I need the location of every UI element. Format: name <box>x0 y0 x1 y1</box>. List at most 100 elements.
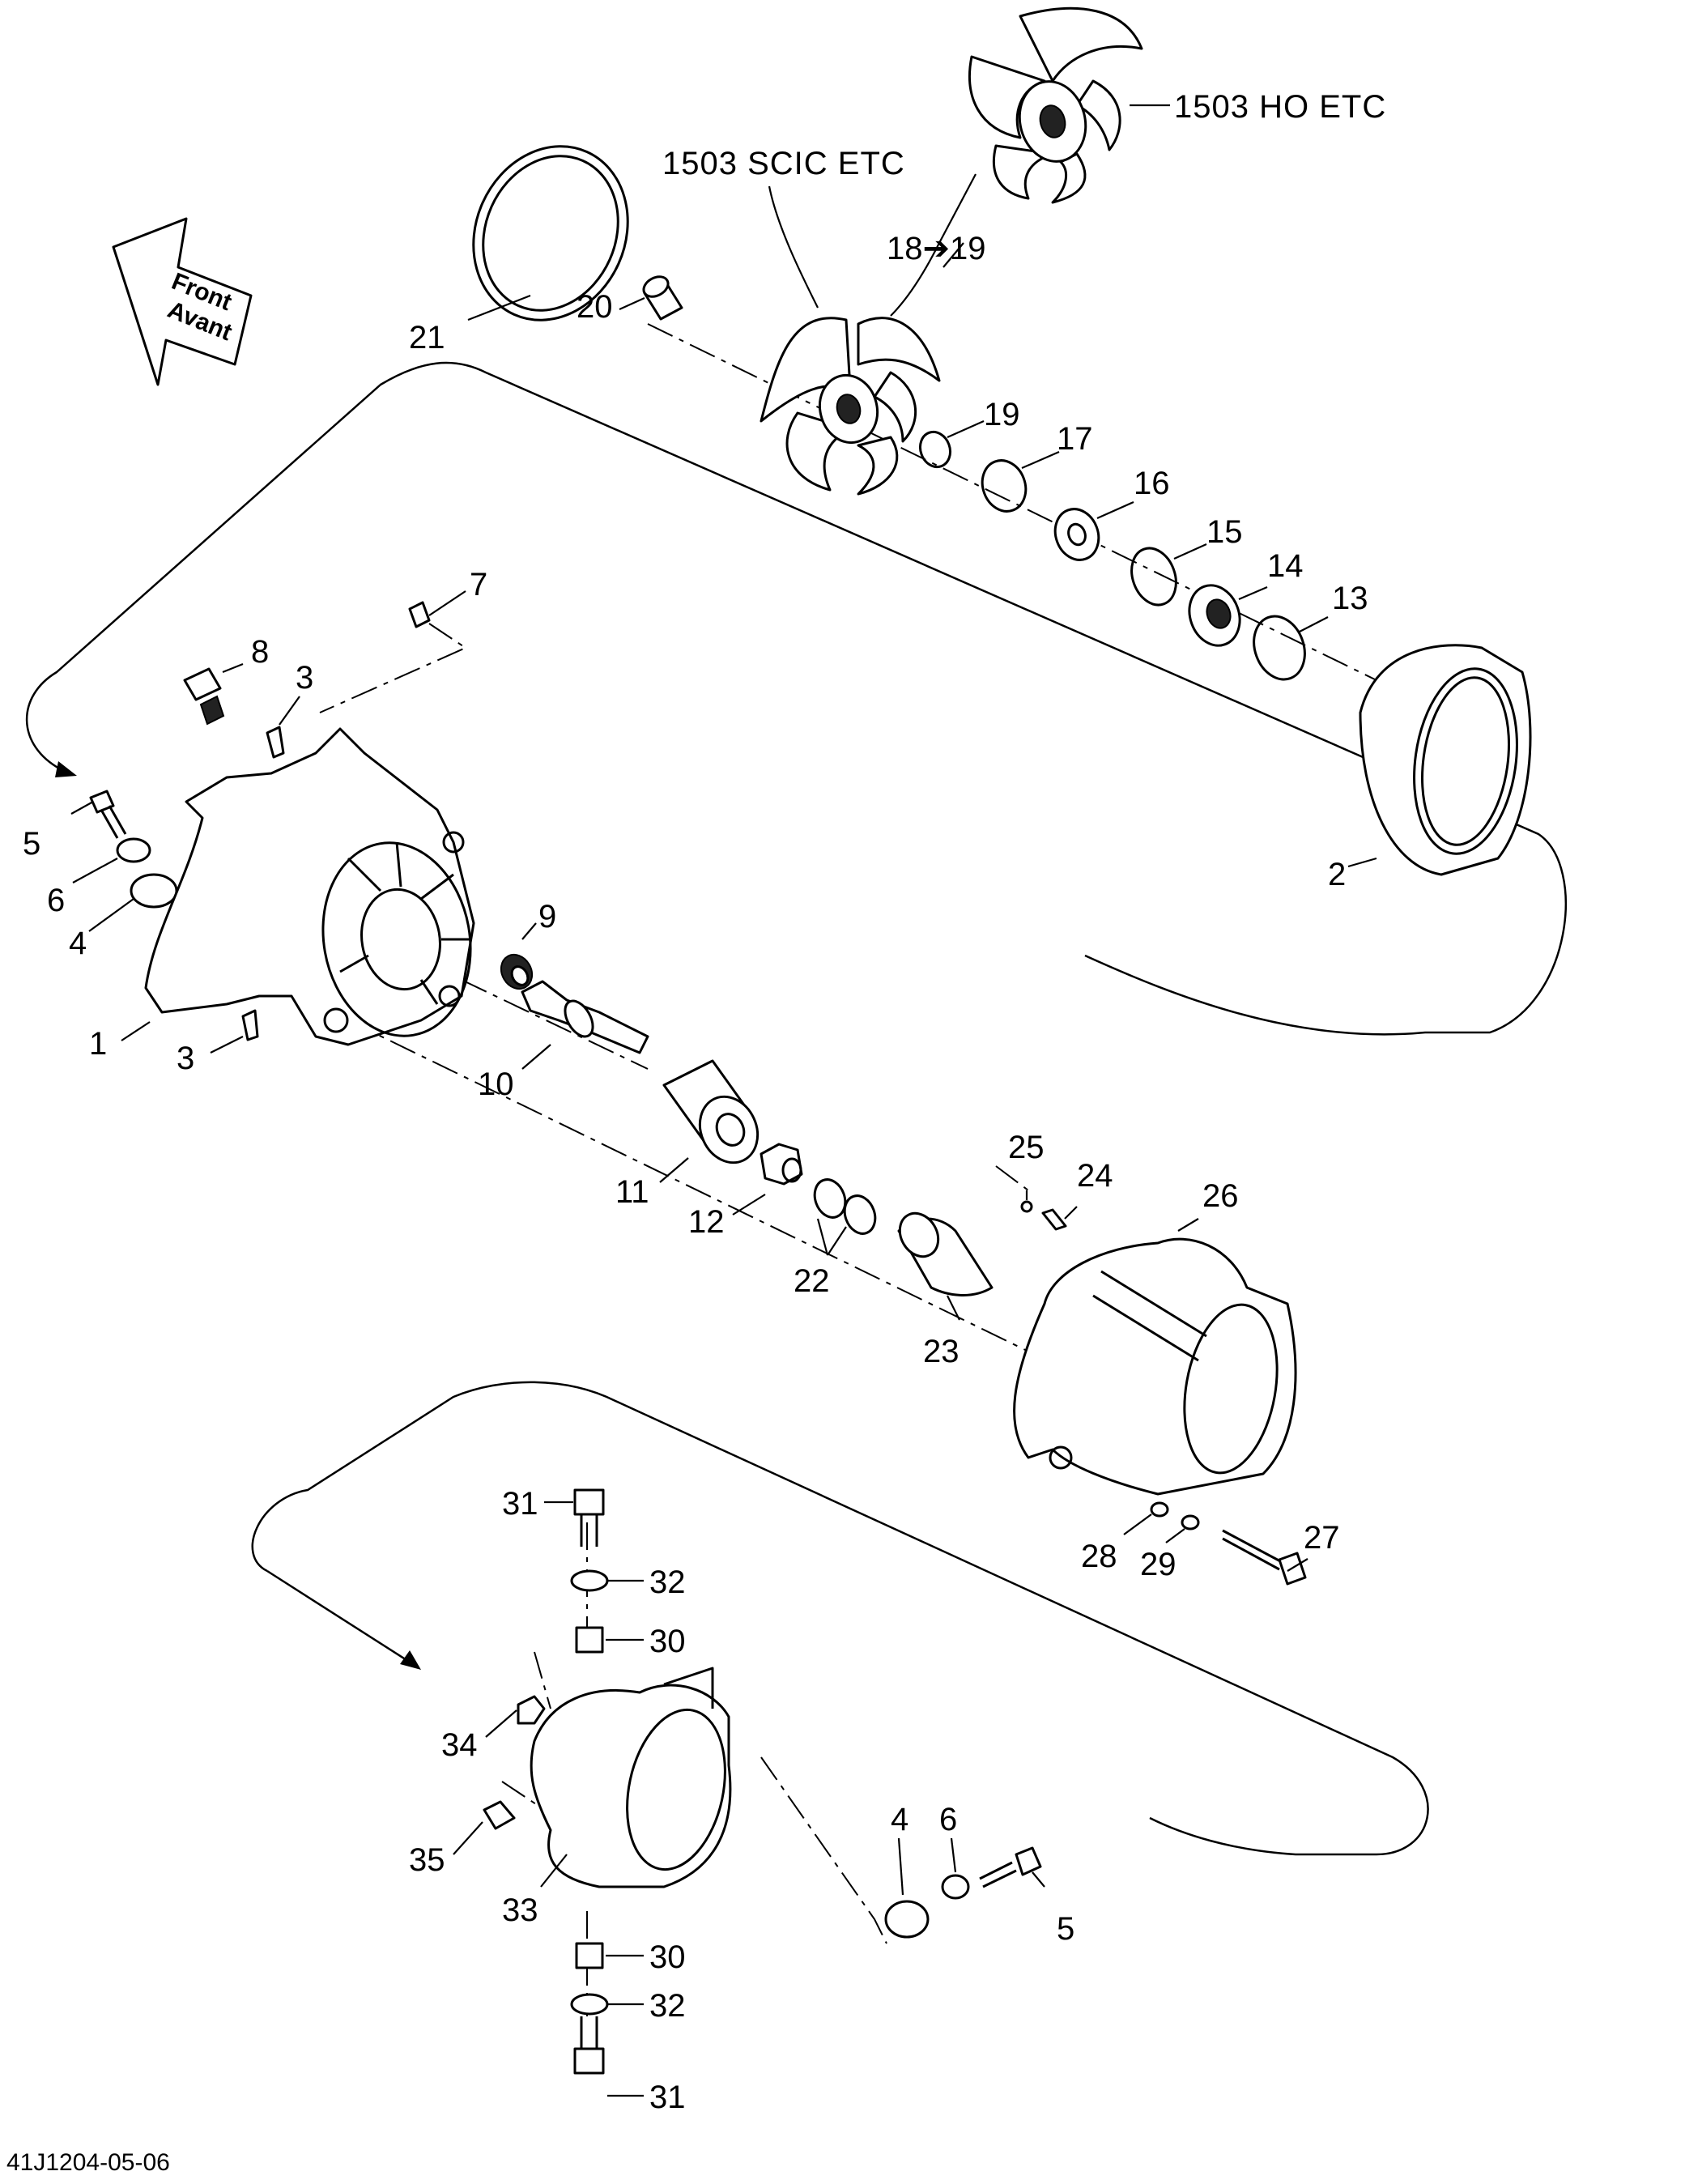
callout-15: 15 <box>1206 514 1243 550</box>
callout-11: 11 <box>615 1174 649 1210</box>
bolt-5-bottom <box>979 1846 1042 1888</box>
o-ring-13 <box>1253 615 1306 681</box>
callout-3-top: 3 <box>296 660 313 696</box>
bushing-30-bottom <box>575 1942 604 1969</box>
ring-21 <box>472 145 629 321</box>
shaft-10 <box>521 980 649 1054</box>
callout-labels: 1 2 3 3 4 4 5 5 6 6 7 8 9 10 11 12 13 14… <box>23 231 1368 2115</box>
venturi-26 <box>1013 1237 1297 1496</box>
pump-axis-line <box>647 323 1377 681</box>
seal-9 <box>500 953 534 990</box>
callout-9: 9 <box>538 899 556 934</box>
impeller-scic <box>760 317 941 496</box>
callout-24: 24 <box>1077 1158 1113 1194</box>
callout-20: 20 <box>577 289 613 325</box>
callout-5-top: 5 <box>23 826 40 862</box>
bushing-20 <box>642 275 683 321</box>
lower-loop-arrowhead <box>400 1650 421 1670</box>
variant-label-ho: 1503 HO ETC <box>1174 89 1386 125</box>
ring-17 <box>981 459 1028 513</box>
washer-16 <box>1053 508 1100 561</box>
upper-loop-arrowhead <box>55 761 77 777</box>
seal-22a <box>813 1178 847 1219</box>
callout-5-bottom: 5 <box>1057 1911 1074 1947</box>
plug-7-axis-line <box>319 623 468 713</box>
fitting-34 <box>517 1695 546 1725</box>
wear-ring-2 <box>1359 644 1532 876</box>
callout-6-bottom: 6 <box>939 1802 957 1837</box>
front-direction-arrow: Front Avant <box>112 217 253 386</box>
bolt-axis-line <box>995 1165 1029 1191</box>
screw-3-top <box>266 726 285 759</box>
callout-19: 19 <box>984 397 1020 432</box>
o-ring-19 <box>918 430 952 469</box>
callout-6-top: 6 <box>47 883 65 918</box>
variant-label-scic: 1503 SCIC ETC <box>662 146 905 181</box>
venturi-axis-line <box>461 979 649 1070</box>
bearing-14 <box>1188 584 1241 647</box>
washer-32-bottom <box>570 1993 609 2016</box>
bushing-30-top <box>575 1626 604 1654</box>
bolt-31-bottom <box>573 2016 605 2075</box>
plug-7 <box>408 601 431 628</box>
seal-22b <box>843 1194 877 1235</box>
pump-housing-1 <box>144 727 475 1046</box>
grommet-4-bottom <box>884 1900 930 1939</box>
cone-23 <box>897 1211 994 1296</box>
callout-21: 21 <box>409 320 445 355</box>
callout-2: 2 <box>1328 857 1346 892</box>
callout-16: 16 <box>1134 466 1170 501</box>
nozzle-axis-line-top <box>534 1651 551 1709</box>
screw-24 <box>1041 1208 1067 1231</box>
callout-1: 1 <box>89 1026 107 1062</box>
upper-assembly-loop <box>25 361 1567 1036</box>
callout-18-19: 18➔19 <box>887 231 986 266</box>
washer-6-top <box>116 837 151 863</box>
callout-14: 14 <box>1267 548 1304 584</box>
bolt-27 <box>1222 1529 1307 1586</box>
washer-28 <box>1150 1501 1169 1518</box>
callout-22: 22 <box>794 1263 830 1299</box>
washer-6-bottom <box>941 1874 970 1900</box>
callout-31-bottom: 31 <box>649 2080 686 2115</box>
washer-25 <box>1020 1200 1033 1213</box>
callout-8: 8 <box>251 634 269 670</box>
callout-30-bottom: 30 <box>649 1939 686 1975</box>
callout-3-bottom: 3 <box>177 1041 194 1076</box>
screw-3-bottom <box>241 1009 259 1041</box>
callout-31-top: 31 <box>502 1486 538 1522</box>
callout-28: 28 <box>1081 1539 1117 1574</box>
ring-15 <box>1130 547 1177 607</box>
callout-12: 12 <box>688 1204 725 1240</box>
callout-4-bottom: 4 <box>891 1802 908 1837</box>
callout-7: 7 <box>470 567 487 602</box>
callout-27: 27 <box>1304 1520 1340 1556</box>
fitting-8 <box>183 667 225 726</box>
callout-34: 34 <box>441 1727 478 1763</box>
callout-29: 29 <box>1140 1547 1177 1582</box>
callout-32-top: 32 <box>649 1565 686 1600</box>
fitting-35 <box>483 1800 516 1830</box>
callout-32-bottom: 32 <box>649 1988 686 2024</box>
callout-4-top: 4 <box>69 926 87 961</box>
drawing-reference: 41J1204-05-06 <box>6 2149 170 2176</box>
impeller-ho <box>968 6 1143 204</box>
callout-30-top: 30 <box>649 1624 686 1659</box>
washer-32-top <box>570 1569 609 1592</box>
nut-12 <box>760 1143 803 1186</box>
nozzle-33 <box>530 1667 732 1888</box>
callout-25: 25 <box>1008 1130 1045 1165</box>
callout-33: 33 <box>502 1892 538 1928</box>
callout-26: 26 <box>1202 1178 1239 1214</box>
nozzle-axis-line-right <box>760 1756 887 1944</box>
callout-17: 17 <box>1057 421 1093 457</box>
front-arrow-shape <box>112 217 253 386</box>
bearing-11 <box>662 1059 760 1164</box>
grommet-4-top <box>130 873 178 909</box>
callout-10: 10 <box>478 1066 514 1102</box>
lower-assembly-loop-tail <box>266 1569 414 1666</box>
washer-29 <box>1181 1514 1200 1531</box>
callout-13: 13 <box>1332 581 1368 616</box>
bolt-5-top <box>89 790 127 839</box>
